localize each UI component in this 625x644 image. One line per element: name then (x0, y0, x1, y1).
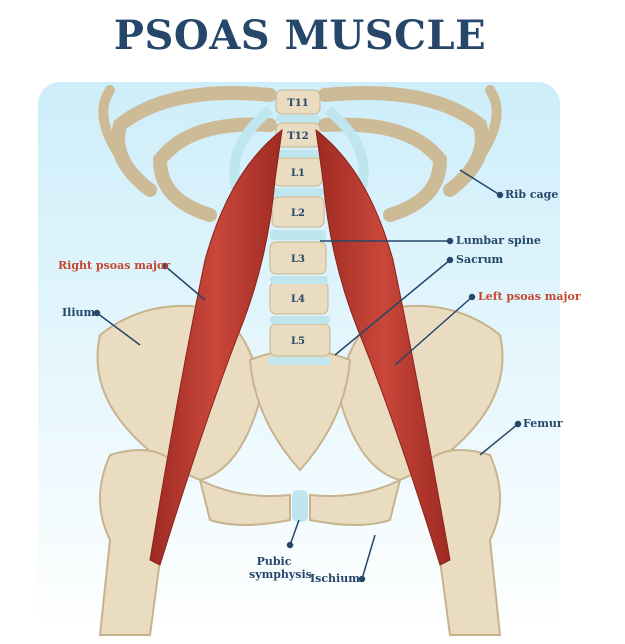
vertebra-label: L5 (291, 336, 305, 347)
intervertebral-discs (268, 115, 330, 365)
label-sacrum: Sacrum (456, 253, 504, 266)
label-rib-cage: Rib cage (505, 188, 559, 201)
vertebra-t11 (275, 89, 321, 115)
vertebra-label: T11 (287, 98, 308, 109)
vertebra-label: T12 (287, 131, 308, 142)
left-psoas-major-muscle (315, 128, 451, 566)
vertebra-label: L3 (291, 254, 305, 265)
label-ilium: Ilium (62, 306, 96, 319)
leader-lines (93, 169, 522, 583)
vertebra-label: L4 (291, 294, 305, 305)
rib-cage (98, 85, 502, 222)
right-pubic-bone (198, 478, 291, 526)
vertebra-l3 (269, 241, 327, 275)
vertebra-label: L2 (291, 208, 305, 219)
vertebra-label: L1 (291, 168, 305, 179)
page-title: PSOAS MUSCLE (113, 12, 487, 59)
right-psoas-major-muscle (149, 128, 283, 566)
spine (268, 89, 331, 365)
label-ischium: Ischium (310, 572, 360, 585)
pubic-symphysis-cartilage (292, 490, 308, 522)
label-femur: Femur (523, 417, 563, 430)
label-right-psoas-major: Right psoas major (58, 259, 171, 272)
vertebra-l2 (271, 196, 325, 228)
label-pubic-line-1: Pubic (256, 555, 292, 568)
left-pubic-bone (309, 478, 402, 526)
label-pubic-line-2: symphysis (249, 568, 312, 581)
label-left-psoas-major: Left psoas major (478, 290, 581, 303)
label-lumbar-spine: Lumbar spine (456, 234, 541, 247)
label-pubic-symphysis: Pubic symphysis (249, 555, 312, 581)
